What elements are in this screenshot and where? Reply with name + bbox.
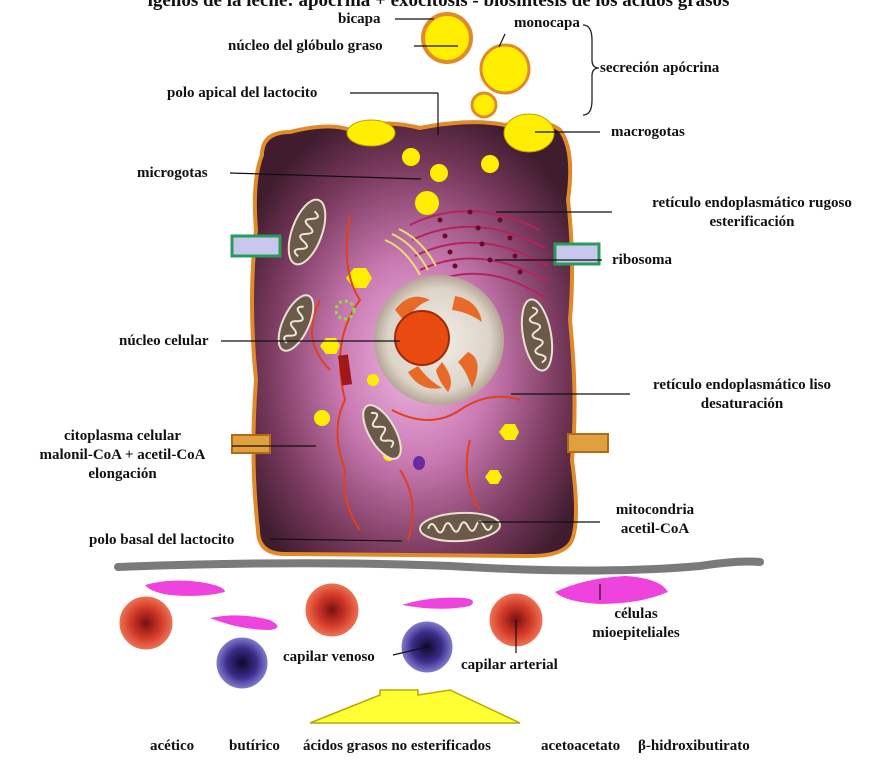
precursor-acetoacetato: acetoacetato [541,738,620,755]
arterial-capillary [118,595,174,651]
label-reticulo-rugoso-name: retículo endoplasmático rugoso [632,194,872,213]
label-reticulo-liso: retículo endoplasmático liso desaturació… [632,376,852,414]
label-microgotas: microgotas [137,164,208,183]
channel-left-top [232,236,280,256]
secreted-globule-small [472,93,496,117]
macrodrop-right [504,114,554,152]
secreted-globule-bicapa [423,14,471,62]
lysosome [413,456,425,470]
label-citoplasma-name: citoplasma celular [10,427,235,446]
label-citoplasma-substrates: malonil-CoA + acetil-CoA [10,446,235,465]
microdrop [481,155,499,173]
label-celulas-line1: células [566,605,706,624]
microdrop [402,148,420,166]
label-celulas-line2: mioepiteliales [566,624,706,643]
lipid-drop [367,374,379,386]
label-reticulo-liso-name: retículo endoplasmático liso [632,376,852,395]
uptake-arrow [310,690,520,723]
lipid-drop [314,410,330,426]
label-nucleo-celular: núcleo celular [119,332,209,351]
precursor-agne: ácidos grasos no esterificados [303,738,491,755]
myoepithelial-cell [555,576,668,604]
label-bicapa: bicapa [338,10,381,29]
diagram-title: ígenos de la leche: apocrina + exocitosi… [0,0,877,12]
channel-right-top [555,244,599,264]
channel-right-bottom [568,434,608,452]
myoepithelial-cell [145,581,225,596]
precursor-butirico: butírico [229,738,280,755]
venous-capillary [215,636,269,690]
secreted-globule-monocapa [481,45,529,93]
label-citoplasma-function: elongación [10,465,235,484]
label-capilar-venoso: capilar venoso [283,648,375,667]
myoepithelial-cell [402,598,473,609]
label-mitocondria-name: mitocondria [600,501,710,520]
precursor-hidroxibutirato: β-hidroxibutirato [638,738,750,755]
label-nucleo-globulo: núcleo del glóbulo graso [228,37,383,56]
label-macrogotas: macrogotas [611,123,685,142]
label-capilar-arterial: capilar arterial [461,656,558,675]
microdrop [430,164,448,182]
label-mitocondria-product: acetil-CoA [600,520,710,539]
microdrop [415,191,439,215]
nucleolus [395,311,449,365]
basement-membrane [118,562,760,571]
label-reticulo-rugoso: retículo endoplasmático rugoso esterific… [632,194,872,232]
label-polo-apical: polo apical del lactocito [167,84,317,103]
label-monocapa: monocapa [514,14,580,33]
arterial-capillary [304,582,360,638]
precursor-acetico: acético [150,738,194,755]
label-reticulo-rugoso-function: esterificación [632,213,872,232]
label-polo-basal: polo basal del lactocito [89,531,234,550]
macrodrop-left [347,120,395,146]
label-celulas-mioepiteliales: células mioepiteliales [566,605,706,643]
channel-left-bottom [232,435,270,453]
label-citoplasma: citoplasma celular malonil-CoA + acetil-… [10,427,235,483]
secretion-bracket [583,25,599,115]
label-secrecion-apocrina: secreción apócrina [600,59,719,78]
label-mitocondria: mitocondria acetil-CoA [600,501,710,539]
myoepithelial-cell [210,615,278,630]
label-reticulo-liso-function: desaturación [632,395,852,414]
label-ribosoma: ribosoma [612,251,672,270]
